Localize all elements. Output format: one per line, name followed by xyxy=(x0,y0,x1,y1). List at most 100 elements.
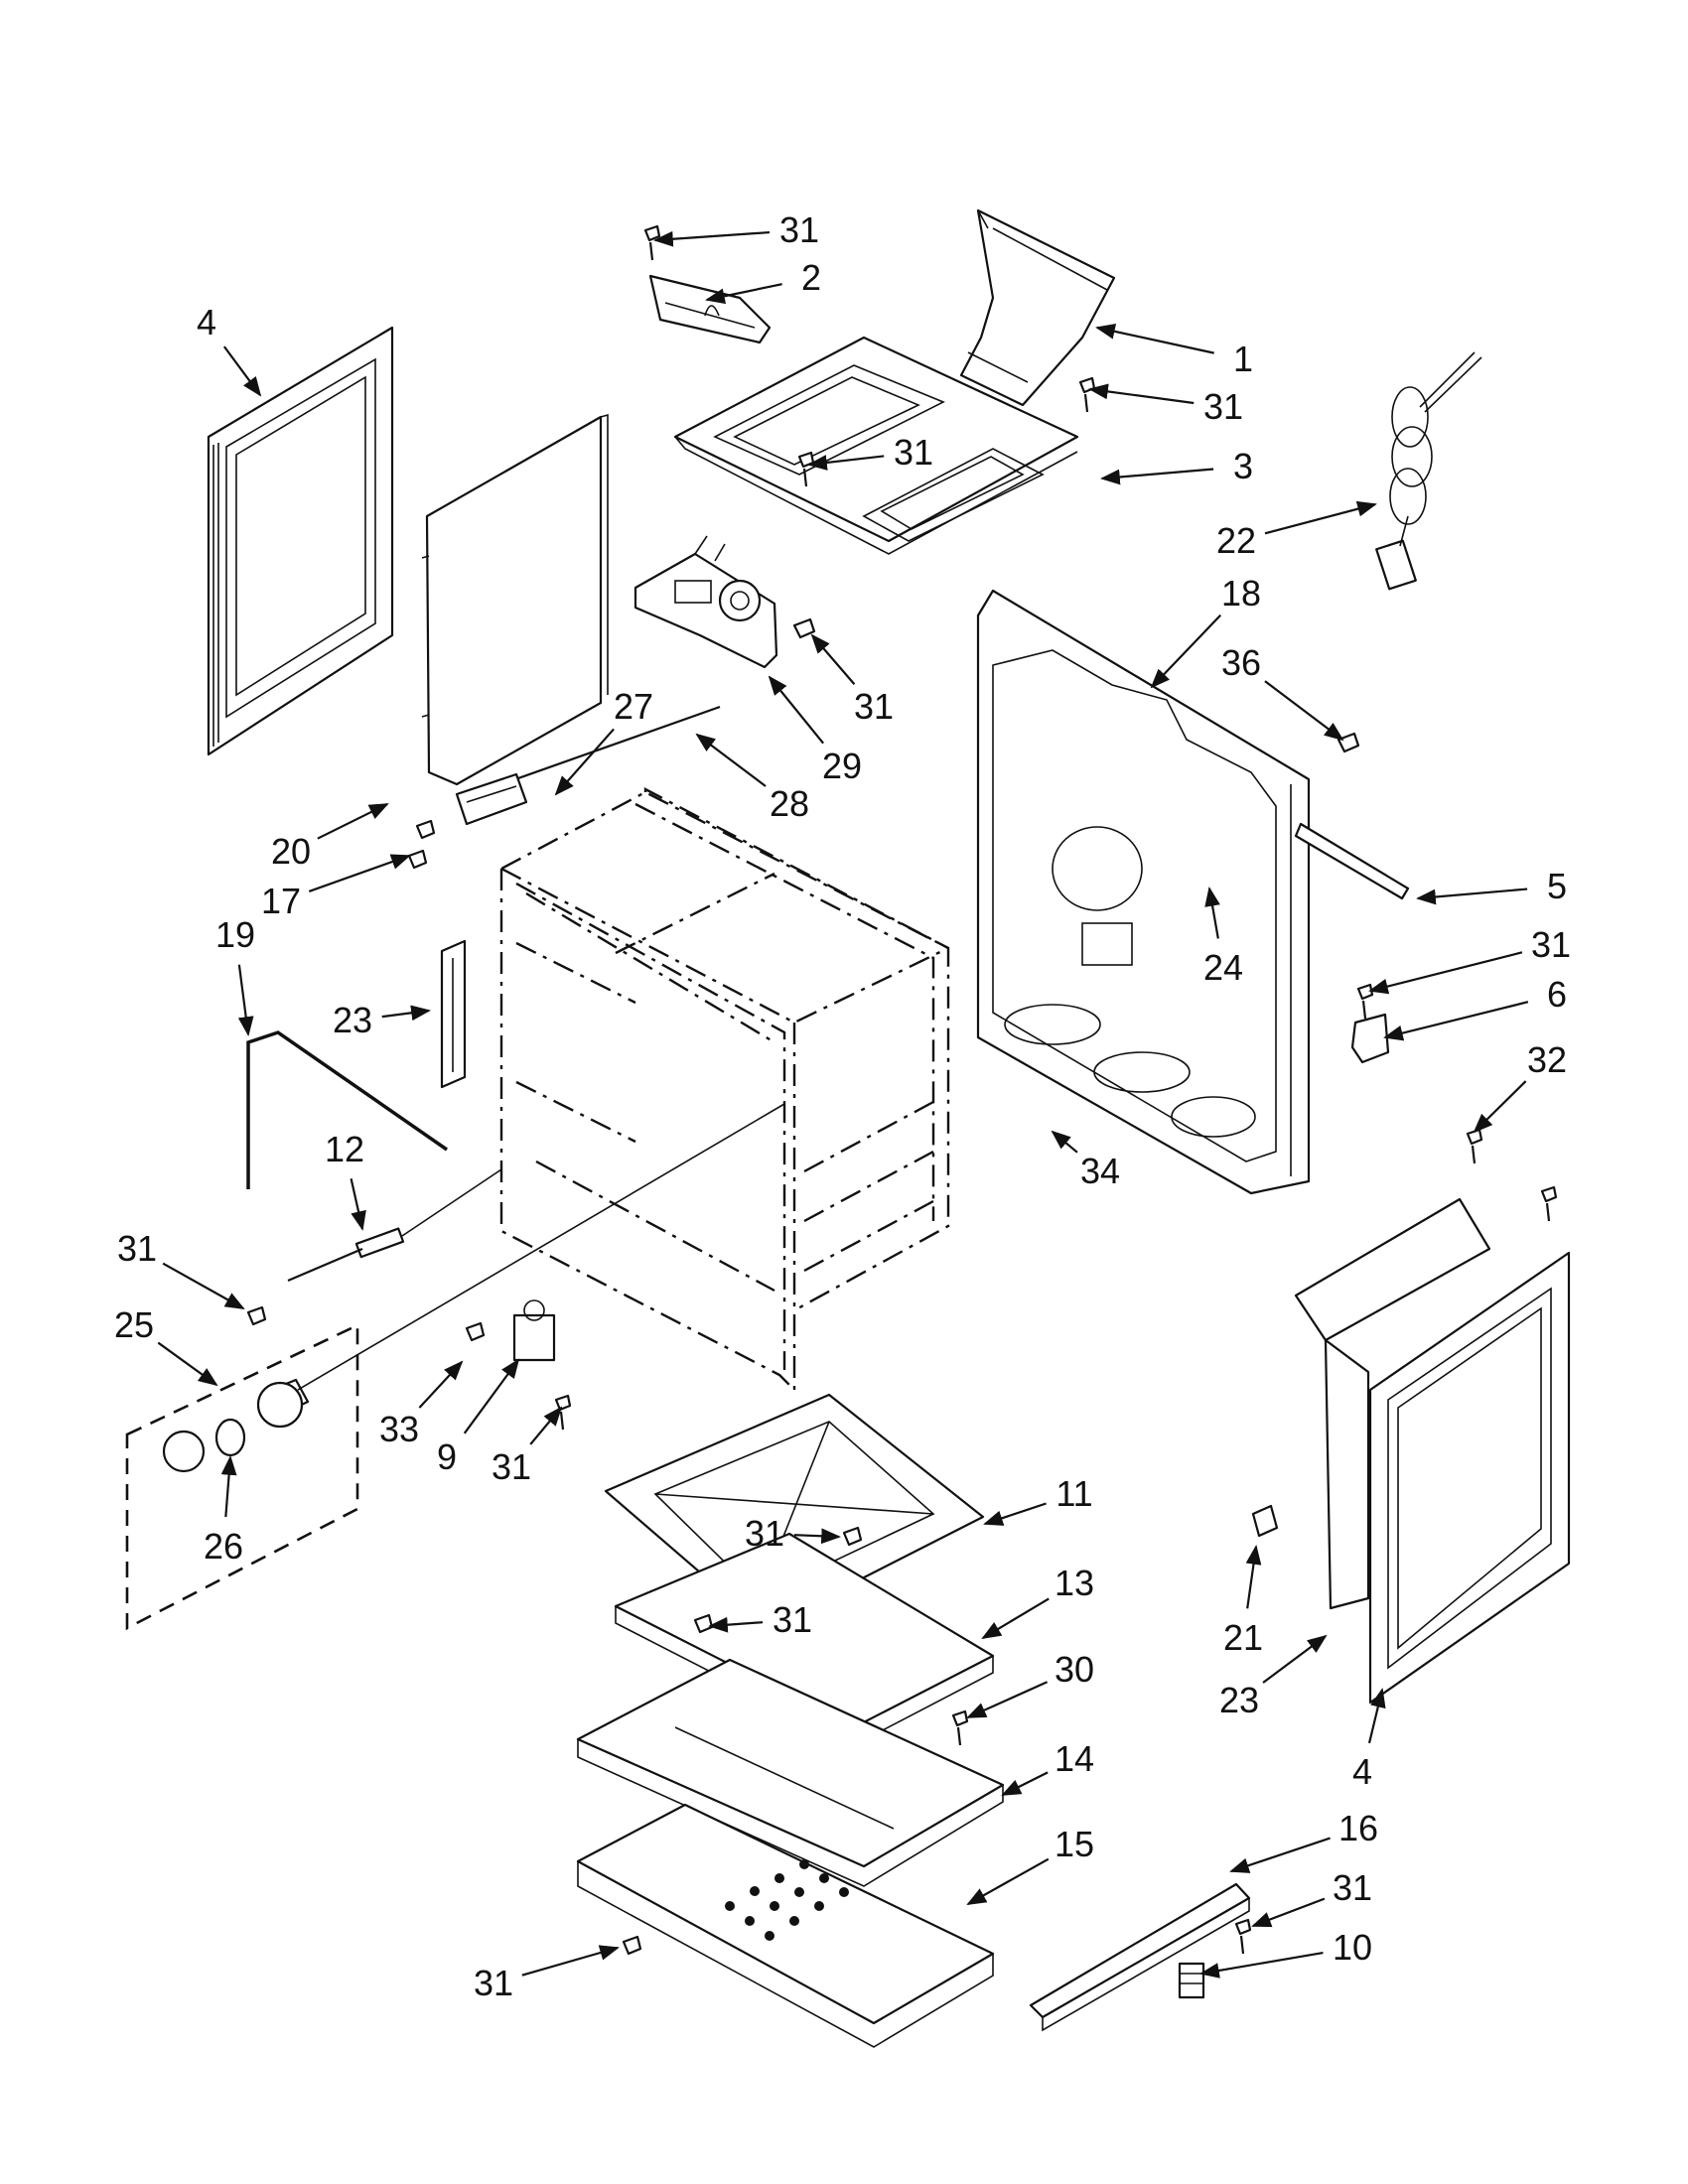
callout-c-17: 17 xyxy=(261,854,411,921)
callout-number: 19 xyxy=(215,914,255,955)
right-inner-shield xyxy=(1294,1197,1491,1610)
burner-valve-group xyxy=(125,1103,785,1631)
callout-leader xyxy=(162,1262,245,1309)
callout-number: 2 xyxy=(801,257,821,298)
callout-leader xyxy=(705,283,782,305)
drawer-bottom xyxy=(576,1803,995,2048)
left-inner-shield xyxy=(421,413,609,786)
callout-number: 31 xyxy=(474,1963,513,2003)
callout-leader xyxy=(966,1857,1050,1905)
right-side-panel xyxy=(1368,1251,1571,1705)
left-side-panel xyxy=(207,326,394,756)
callout-number: 15 xyxy=(1055,1824,1094,1864)
callout-number: 11 xyxy=(1055,1473,1092,1514)
callout-leader xyxy=(1095,324,1214,354)
callout-number: 22 xyxy=(1216,520,1256,561)
callout-number: 31 xyxy=(854,686,894,727)
callout-number: 10 xyxy=(1333,1927,1372,1968)
callout-c-31-d: 31 xyxy=(810,633,894,727)
callout-number: 34 xyxy=(1080,1151,1120,1191)
callout-leader xyxy=(695,733,767,787)
callout-c-13: 13 xyxy=(981,1563,1094,1640)
callout-leader xyxy=(807,455,885,471)
callout-number: 29 xyxy=(822,746,862,786)
callout-number: 36 xyxy=(1221,642,1261,683)
callout-leader xyxy=(1416,887,1528,905)
left-side-bracket xyxy=(440,939,467,1089)
callout-number: 31 xyxy=(745,1513,784,1554)
callout-number: 31 xyxy=(492,1446,531,1487)
callout-number: 3 xyxy=(1233,446,1253,486)
callout-leader xyxy=(237,964,254,1036)
front-trim-bracket xyxy=(648,274,772,344)
callout-leader xyxy=(981,1597,1050,1640)
callout-leader xyxy=(810,633,856,685)
spring-clip xyxy=(1251,1504,1279,1538)
callout-leader xyxy=(317,803,389,840)
callout-c-23-left: 23 xyxy=(333,1000,431,1040)
callout-number: 25 xyxy=(114,1304,154,1345)
callout-c-12: 12 xyxy=(325,1129,366,1231)
callout-number: 32 xyxy=(1527,1039,1567,1080)
callout-leader xyxy=(1251,1897,1326,1928)
callout-number: 4 xyxy=(1352,1751,1372,1792)
callout-leader xyxy=(1473,1080,1527,1134)
callout-leader xyxy=(1264,680,1344,742)
callout-c-30: 30 xyxy=(966,1649,1094,1719)
callout-leader xyxy=(554,728,615,796)
callout-leader xyxy=(222,345,262,397)
callout-number: 31 xyxy=(1333,1867,1372,1908)
selector-switch-bracket xyxy=(633,535,778,669)
callout-c-29: 29 xyxy=(768,675,862,786)
callout-c-4-left: 4 xyxy=(197,302,262,397)
callout-leader xyxy=(418,1360,464,1409)
callout-c-31-e: 31 xyxy=(1368,924,1571,995)
callout-number: 31 xyxy=(1531,924,1571,965)
callout-number: 17 xyxy=(261,881,301,921)
callout-c-31-h: 31 xyxy=(745,1513,841,1554)
callout-c-31-a: 31 xyxy=(653,209,819,250)
callout-c-27: 27 xyxy=(554,686,653,796)
callout-leader xyxy=(966,1681,1049,1719)
callout-leader xyxy=(1245,1545,1262,1609)
callout-number: 30 xyxy=(1055,1649,1094,1690)
callout-number: 31 xyxy=(1203,386,1243,427)
callout-c-36: 36 xyxy=(1221,642,1344,742)
vent-hole-grid xyxy=(725,1859,849,1941)
callout-leader xyxy=(1001,1771,1049,1796)
callout-number: 9 xyxy=(437,1436,457,1477)
callout-c-32: 32 xyxy=(1473,1039,1567,1134)
callout-leader xyxy=(1204,887,1220,939)
leveling-leg xyxy=(1178,1962,1205,1999)
callout-number: 23 xyxy=(1219,1680,1259,1720)
callout-number: 5 xyxy=(1547,866,1567,906)
callout-c-28: 28 xyxy=(695,733,809,824)
callout-leader xyxy=(1051,1130,1078,1154)
callout-number: 18 xyxy=(1221,573,1261,614)
oven-igniter xyxy=(287,1168,502,1283)
callout-c-6: 6 xyxy=(1383,974,1567,1041)
callout-c-14: 14 xyxy=(1001,1738,1094,1796)
callout-number: 31 xyxy=(779,209,819,250)
callout-leader xyxy=(350,1178,366,1231)
callout-leader xyxy=(1262,1634,1328,1684)
callout-leader xyxy=(653,230,771,247)
callout-number: 13 xyxy=(1055,1563,1094,1603)
callout-leader xyxy=(1229,1837,1331,1873)
callout-c-23-right: 23 xyxy=(1219,1634,1328,1720)
anti-tip-clip xyxy=(1350,1013,1390,1064)
callout-number: 20 xyxy=(271,831,311,872)
callout-leader xyxy=(381,1005,431,1022)
callout-leader xyxy=(157,1341,218,1387)
callout-number: 4 xyxy=(197,302,216,342)
callout-c-25: 25 xyxy=(114,1304,218,1387)
callout-c-11: 11 xyxy=(983,1473,1093,1526)
callout-leader xyxy=(1199,1951,1324,1979)
callout-c-10: 10 xyxy=(1199,1927,1372,1979)
callout-number: 16 xyxy=(1338,1808,1378,1848)
callout-c-21: 21 xyxy=(1223,1545,1263,1658)
screw-set xyxy=(246,224,1558,1956)
callout-leader xyxy=(1088,383,1195,405)
callout-c-19: 19 xyxy=(215,914,255,1036)
